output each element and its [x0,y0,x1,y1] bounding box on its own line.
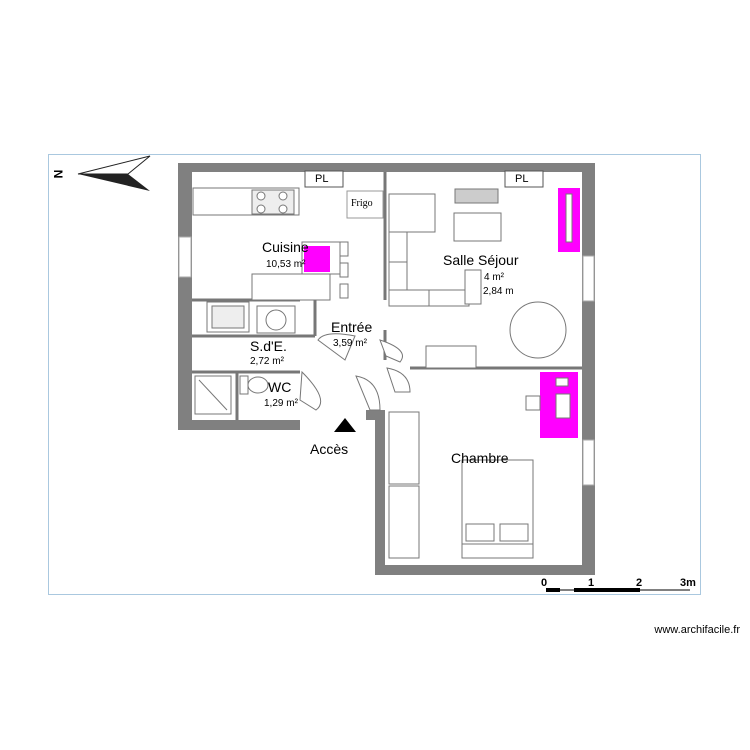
compass-letter: N [51,169,66,179]
bed [461,459,534,559]
access-arrow-icon [334,418,356,432]
room-name-wc: WC [268,379,292,395]
scale-tick-3: 3m [680,577,696,589]
round-table [509,301,567,359]
room-name-chambre: Chambre [451,450,509,466]
room-name-sde: S.d'E. [250,338,287,354]
plan-frame [48,154,701,595]
sofa [388,193,482,307]
desk [525,372,578,438]
scale-tick-1: 1 [588,577,595,589]
toilet [239,375,269,395]
scale-tick-2: 2 [636,577,643,589]
room-area-cuisine: 10,53 m² [266,259,306,270]
room-area-wc: 1,29 m² [264,398,298,409]
room-name-sejour: Salle Séjour [443,252,519,268]
pl-box-right [504,170,544,188]
pl-box-left [304,170,344,188]
washbasin [256,305,296,334]
scale-tick-0: 0 [541,577,548,589]
coffee-table [453,212,502,242]
room-extra-sejour: 2,84 m [483,286,514,297]
north-arrow-icon [77,155,151,191]
room-name-cuisine: Cuisine [262,239,309,255]
windows [178,236,595,486]
kitchen-table [301,241,349,299]
radiator [454,188,499,204]
tv-unit [558,188,580,252]
frigo-label: Frigo [351,198,373,209]
entry-doors [299,333,411,411]
pl-label-left: PL [315,173,329,185]
wardrobe [388,411,420,559]
access-label: Accès [310,441,349,457]
sideboard [425,345,477,369]
room-area-sejour: 4 m² [484,272,504,283]
room-name-entree: Entrée [331,319,373,335]
site-footer: www.archifacile.fr [654,624,740,636]
pl-label-right: PL [515,173,529,185]
room-area-entree: 3,59 m² [333,338,367,349]
scale-bar [546,588,690,592]
kitchen-counter [192,187,331,333]
frigo-box [346,190,384,219]
shower [194,375,232,415]
room-area-sde: 2,72 m² [250,356,284,367]
